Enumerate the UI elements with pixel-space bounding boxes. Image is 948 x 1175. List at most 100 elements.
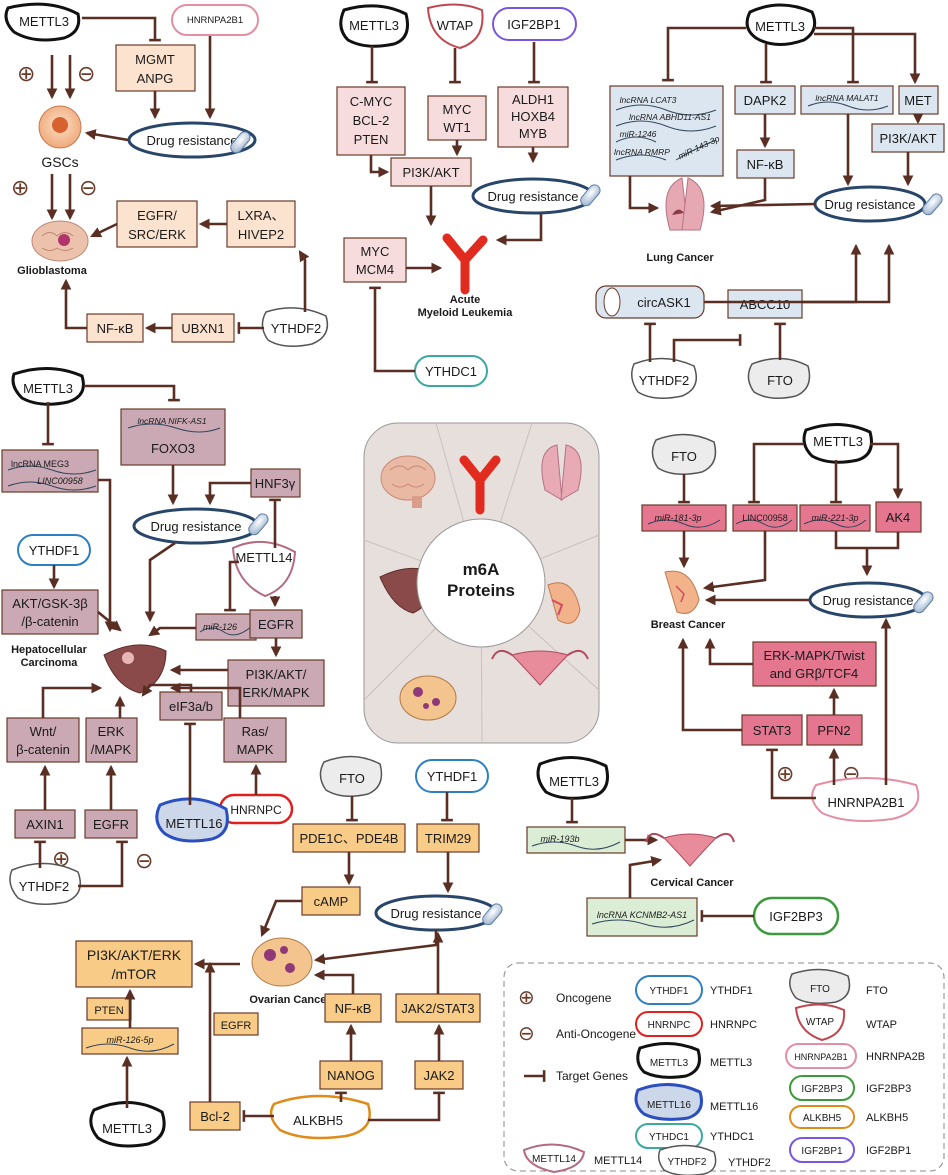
- ovarian-section: FTO YTHDF1 PDE1C、PDE4B TRIM29 cAMP Drug …: [75, 755, 503, 1148]
- hnrnpa2b1-label: HNRNPA2B1: [187, 15, 243, 26]
- mettl3-node[interactable]: [802, 422, 873, 464]
- mir193b-box[interactable]: [526, 826, 626, 854]
- pten-label: PTEN: [94, 1005, 123, 1017]
- erk-mapk-box[interactable]: [85, 717, 138, 763]
- pill-icon: [922, 193, 943, 216]
- lung-lncrna-box[interactable]: [609, 85, 724, 177]
- mettl16-label: METTL16: [165, 816, 222, 831]
- pi3k-line2: /mTOR: [112, 966, 157, 982]
- mettl3-node[interactable]: [339, 4, 409, 48]
- wtap-node[interactable]: [426, 3, 484, 50]
- breast-illustration: [547, 582, 581, 624]
- axin1-box[interactable]: [14, 809, 76, 839]
- ythdf2-node[interactable]: [261, 307, 329, 347]
- nfkb-box[interactable]: [736, 149, 795, 179]
- brain-icon: [31, 220, 89, 262]
- wnt-line1: Wnt/: [30, 724, 57, 739]
- mettl16-node[interactable]: [155, 797, 229, 843]
- pi3k-akt-box[interactable]: [390, 157, 472, 187]
- eif3-box[interactable]: [159, 691, 223, 721]
- myc-mcm4-box[interactable]: [343, 237, 407, 283]
- pfn2-box[interactable]: [806, 714, 863, 746]
- nanog-label: NANOG: [327, 1068, 375, 1083]
- pi3k-line1: PI3K/AKT/ERK: [87, 947, 182, 963]
- egfr-line2: SRC/ERK: [128, 227, 186, 242]
- bcl2-box[interactable]: [189, 1101, 241, 1131]
- nanog-box[interactable]: [319, 1060, 383, 1090]
- anti-oncogene-icon: ⊖: [135, 848, 153, 873]
- legend-alkbh5-name: ALKBH5: [866, 1112, 908, 1124]
- drug-resistance-label: Drug resistance: [487, 189, 578, 204]
- mettl3-label: METTL3: [549, 774, 599, 789]
- pill-icon: [913, 591, 934, 614]
- pi3k-erk-box[interactable]: [227, 659, 325, 707]
- igf2bp1-node[interactable]: [492, 7, 577, 41]
- ythdf2-node[interactable]: [631, 357, 697, 399]
- cmyc-box[interactable]: [336, 86, 406, 156]
- jak2-stat3-box[interactable]: [395, 993, 481, 1023]
- met-label: MET: [904, 93, 932, 108]
- drug-resistance-label: Drug resistance: [146, 133, 237, 148]
- pfn2-label: PFN2: [817, 723, 850, 738]
- igf2bp3-label: IGF2BP3: [769, 909, 822, 924]
- nifk-foxo3-box[interactable]: [120, 408, 226, 466]
- akt-gsk-box[interactable]: [1, 589, 99, 635]
- ubxn1-box[interactable]: [171, 313, 235, 343]
- kcnmb2-box[interactable]: [586, 897, 698, 937]
- drug-resistance-label: Drug resistance: [150, 519, 241, 534]
- mgmt-anpg-box[interactable]: [115, 44, 196, 92]
- axin1-label: AXIN1: [26, 817, 64, 832]
- nfkb-box[interactable]: [86, 313, 144, 343]
- legend-ythdf1-shape-label: YTHDF1: [650, 986, 689, 997]
- mir126-label: miR-126-5p: [106, 1035, 153, 1045]
- hnrnpa2b1-node[interactable]: [811, 777, 920, 822]
- egfr-src-erk-box[interactable]: [116, 200, 198, 248]
- ythdf2-node[interactable]: [9, 862, 81, 905]
- erk-twist-box[interactable]: [752, 641, 877, 687]
- mir126-box[interactable]: [81, 1027, 179, 1055]
- aldh1-box[interactable]: [497, 86, 569, 148]
- mettl3-node[interactable]: [536, 755, 609, 800]
- met-box[interactable]: [898, 85, 939, 115]
- egfr-box[interactable]: [213, 1012, 259, 1036]
- trim29-box[interactable]: [416, 823, 480, 853]
- wtap-label: WTAP: [437, 18, 474, 33]
- linc00958-label: LINC00958: [742, 513, 788, 523]
- legend-mettl3-name: METTL3: [710, 1057, 752, 1069]
- mir181-label: miR-181-3p: [654, 513, 701, 523]
- camp-box[interactable]: [301, 886, 361, 916]
- fto-node[interactable]: [319, 755, 383, 797]
- hnrnpa2b1-node[interactable]: [171, 4, 259, 36]
- wnt-line2: β-catenin: [16, 742, 70, 757]
- nfkb-box[interactable]: [324, 993, 382, 1023]
- abcc10-box[interactable]: [727, 289, 803, 319]
- egfr2-box[interactable]: [84, 809, 138, 839]
- pde-box[interactable]: [292, 823, 406, 853]
- ak4-box[interactable]: [875, 501, 922, 533]
- pi3k-mtor-box[interactable]: [75, 940, 193, 988]
- mettl3-node[interactable]: [4, 2, 81, 42]
- oncogene-icon: ⊕: [776, 761, 794, 786]
- fto-label: FTO: [339, 771, 365, 786]
- ras-mapk-box[interactable]: [223, 717, 287, 763]
- ythdf1-node[interactable]: [415, 759, 489, 793]
- hnf3-box[interactable]: [250, 468, 301, 498]
- jak2-box[interactable]: [414, 1060, 464, 1090]
- fto-node[interactable]: [651, 433, 717, 475]
- myc-wt1-box[interactable]: [427, 95, 487, 141]
- center-title-line2: Proteins: [447, 581, 515, 600]
- breast-icon: [664, 570, 700, 614]
- legend-mettl14-shape: [522, 1143, 586, 1174]
- mettl3-node[interactable]: [89, 1100, 166, 1148]
- egfr-box[interactable]: [249, 609, 303, 639]
- mettl3-node[interactable]: [745, 3, 817, 46]
- linc00958-box[interactable]: [732, 504, 798, 532]
- mir181-box[interactable]: [641, 504, 727, 532]
- mettl3-node[interactable]: [11, 366, 85, 406]
- drug-resistance-node[interactable]: [127, 121, 257, 159]
- fto-node[interactable]: [747, 357, 811, 399]
- rmrp-label: lncRNA RMRP: [614, 147, 670, 157]
- alkbh5-node[interactable]: [269, 1094, 371, 1140]
- mettl14-node[interactable]: [231, 540, 297, 598]
- cervical-section: METTL3 miR-193b Cervical Cancer lncRNA K…: [526, 755, 840, 937]
